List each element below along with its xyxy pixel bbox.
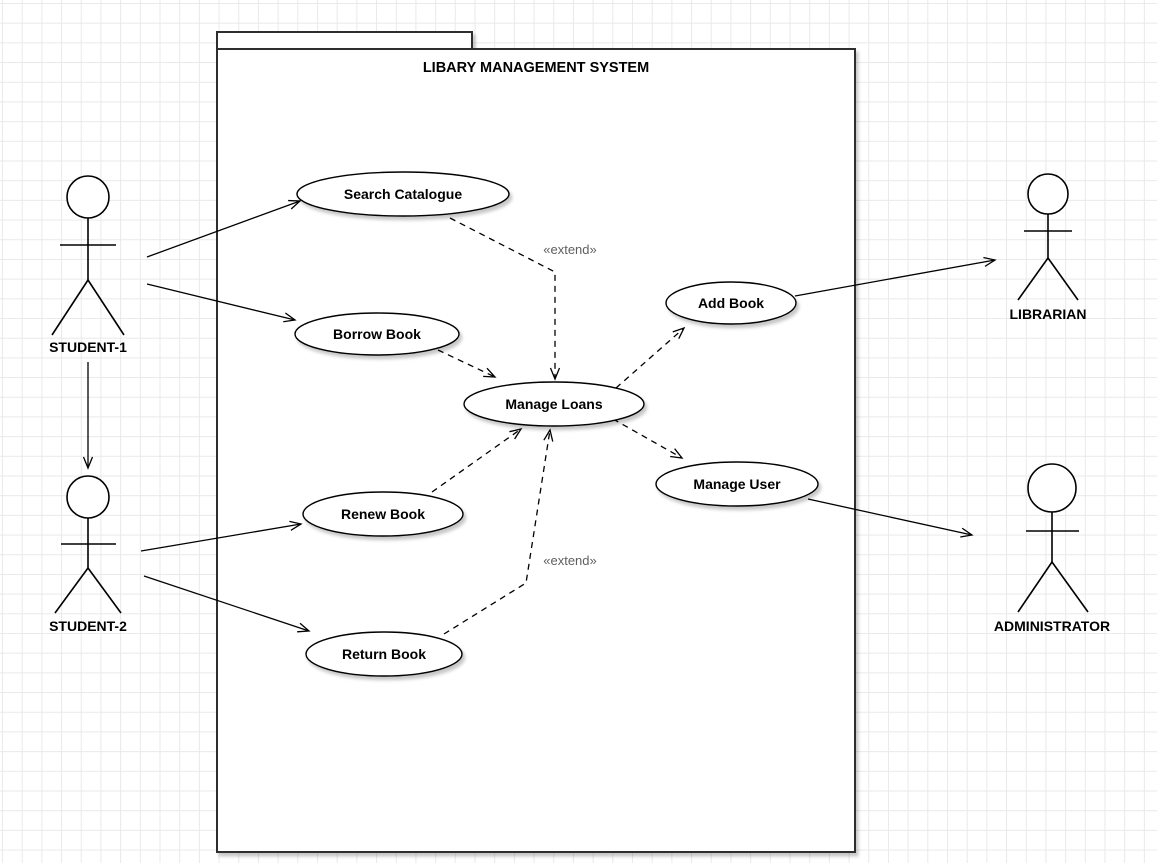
actor-head-icon: [66, 175, 110, 219]
use-case-manage-loans[interactable]: Manage Loans: [463, 381, 645, 427]
connector-search-catalogue-manage-loans[interactable]: [449, 217, 561, 381]
system-boundary[interactable]: LIBARY MANAGEMENT SYSTEM: [216, 31, 856, 853]
use-case-add-book[interactable]: Add Book: [665, 281, 797, 325]
use-case-label: Manage User: [693, 476, 781, 492]
connector-student2-renew-book[interactable]: [140, 520, 303, 552]
system-boundary-box[interactable]: [216, 48, 856, 853]
use-case-search-catalogue[interactable]: Search Catalogue: [296, 171, 510, 217]
connector-return-book-manage-loans[interactable]: [443, 428, 554, 635]
actor-label: STUDENT-1: [49, 339, 127, 355]
actor-administrator[interactable]: ADMINISTRATOR: [994, 463, 1110, 634]
extend-stereotype-label-1: «extend»: [543, 242, 597, 257]
use-case-label: Manage Loans: [505, 396, 602, 412]
connector-add-book-librarian[interactable]: [794, 256, 997, 297]
connector-student1-borrow-book[interactable]: [146, 283, 297, 323]
use-case-label: Return Book: [342, 646, 426, 662]
use-case-label: Renew Book: [341, 506, 425, 522]
connector-student2-return-book[interactable]: [143, 575, 311, 633]
connector-manage-user-administrator[interactable]: [807, 498, 974, 538]
system-boundary-title: LIBARY MANAGEMENT SYSTEM: [423, 60, 649, 76]
connector-renew-book-manage-loans[interactable]: [431, 428, 523, 493]
actor-head-icon: [1027, 463, 1077, 513]
connector-manage-loans-add-book[interactable]: [615, 326, 686, 389]
use-case-renew-book[interactable]: Renew Book: [302, 491, 464, 537]
actor-student-1[interactable]: STUDENT-1: [49, 175, 127, 355]
connector-student1-search-catalogue[interactable]: [146, 199, 302, 258]
extend-stereotype-label-2: «extend»: [543, 553, 597, 568]
use-case-return-book[interactable]: Return Book: [305, 631, 463, 677]
actor-head-icon: [66, 475, 110, 519]
use-case-manage-user[interactable]: Manage User: [655, 461, 819, 507]
use-case-label: Add Book: [698, 295, 764, 311]
use-case-borrow-book[interactable]: Borrow Book: [294, 312, 460, 356]
actor-student-2[interactable]: STUDENT-2: [49, 475, 127, 634]
actor-label: STUDENT-2: [49, 618, 127, 634]
system-boundary-tab[interactable]: [216, 31, 473, 51]
use-case-label: Search Catalogue: [344, 186, 462, 202]
actor-librarian[interactable]: LIBRARIAN: [1010, 173, 1087, 322]
actor-label: LIBRARIAN: [1010, 306, 1087, 322]
connector-manage-loans-manage-user[interactable]: [612, 418, 684, 459]
actor-head-icon: [1027, 173, 1069, 215]
actor-label: ADMINISTRATOR: [994, 618, 1110, 634]
use-case-label: Borrow Book: [333, 326, 421, 342]
